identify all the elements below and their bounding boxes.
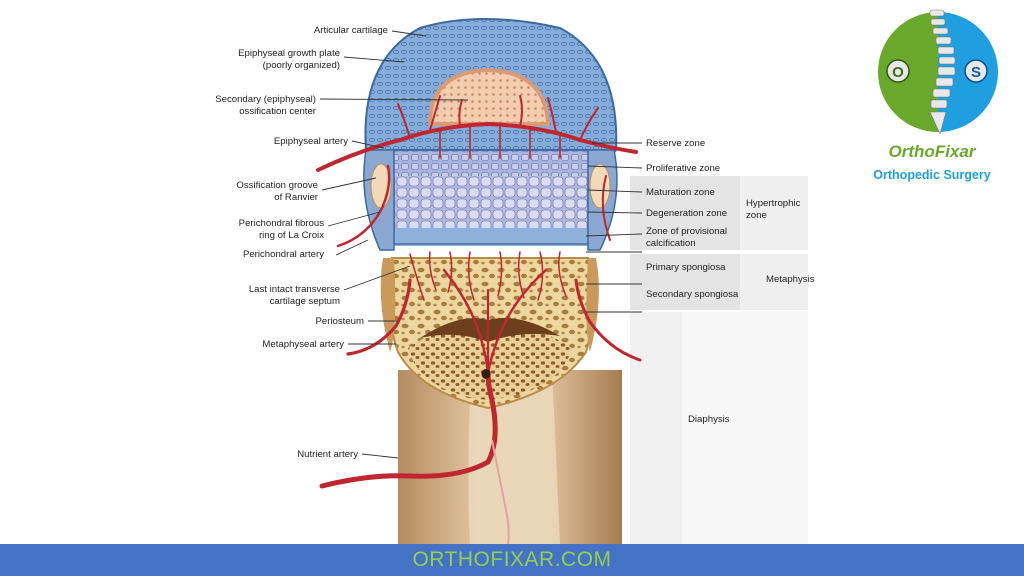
label-ossification-groove: Ossification groove: [236, 180, 318, 191]
footer-bar: ORTHOFIXAR.COM: [0, 544, 1024, 576]
logo-name: OrthoFixar: [888, 142, 976, 161]
label-proliferative-zone: Proliferative zone: [646, 163, 720, 174]
label-articular-cartilage: Articular cartilage: [314, 25, 388, 36]
label-secondary-spongiosa: Secondary spongiosa: [646, 289, 739, 300]
label-periosteum: Periosteum: [315, 316, 364, 327]
label-last-intact-transverse: Last intact transverse: [249, 284, 340, 295]
label-diaphysis: Diaphysis: [688, 414, 730, 425]
label-ossification-center: ossification center: [239, 106, 317, 117]
label-maturation-zone: Maturation zone: [646, 187, 715, 198]
label-nutrient-artery: Nutrient artery: [297, 449, 358, 460]
label-perichondral-fibrous: Perichondral fibrous: [239, 218, 325, 229]
label-poorly-organized: (poorly organized): [263, 60, 340, 71]
label-ring-of-la-croix: ring of La Croix: [259, 230, 324, 241]
logo-letter-o: O: [892, 64, 904, 81]
leader-lines-right: [585, 142, 643, 313]
label-metaphysis: Metaphysis: [766, 274, 815, 285]
label-perichondral-artery: Perichondral artery: [243, 249, 324, 260]
label-hypertrophic-zone: zone: [746, 210, 767, 221]
label-degeneration-zone: Degeneration zone: [646, 208, 727, 219]
orthofixar-logo: O S: [878, 9, 998, 135]
label-epiphyseal-artery: Epiphyseal artery: [274, 136, 348, 147]
spine-icon: [929, 9, 956, 135]
logo-letter-s: S: [971, 64, 981, 81]
label-of-ranvier: of Ranvier: [274, 192, 319, 203]
metaphysis-region: [380, 257, 599, 410]
label-primary-spongiosa: Primary spongiosa: [646, 262, 726, 273]
label-reserve-zone: Reserve zone: [646, 138, 705, 149]
label-calcification: calcification: [646, 238, 696, 249]
label-zone-of-provisional: Zone of provisional: [646, 226, 727, 237]
growth-plate: [392, 146, 588, 246]
label-hypertrophic: Hypertrophic: [746, 198, 801, 209]
diaphysis-shaft: [398, 370, 622, 544]
nutrient-artery-tail: [491, 439, 510, 545]
label-secondary-epiphyseal: Secondary (epiphyseal): [215, 94, 316, 105]
logo-tagline: Orthopedic Surgery: [873, 168, 991, 182]
leader-lines-left: [319, 30, 469, 459]
arteries: [316, 95, 642, 489]
left-labels: Articular cartilage Epiphyseal growth pl…: [215, 25, 388, 460]
nutrient-foramen: [481, 369, 491, 379]
zone-labels: Reserve zone Proliferative zone Maturati…: [646, 138, 815, 425]
label-epiphyseal-growth-plate: Epiphyseal growth plate: [238, 48, 340, 59]
label-cartilage-septum: cartilage septum: [270, 296, 340, 307]
label-metaphyseal-artery: Metaphyseal artery: [262, 339, 344, 350]
footer-site-link[interactable]: ORTHOFIXAR.COM: [412, 548, 612, 571]
zone-bands: [630, 176, 808, 544]
